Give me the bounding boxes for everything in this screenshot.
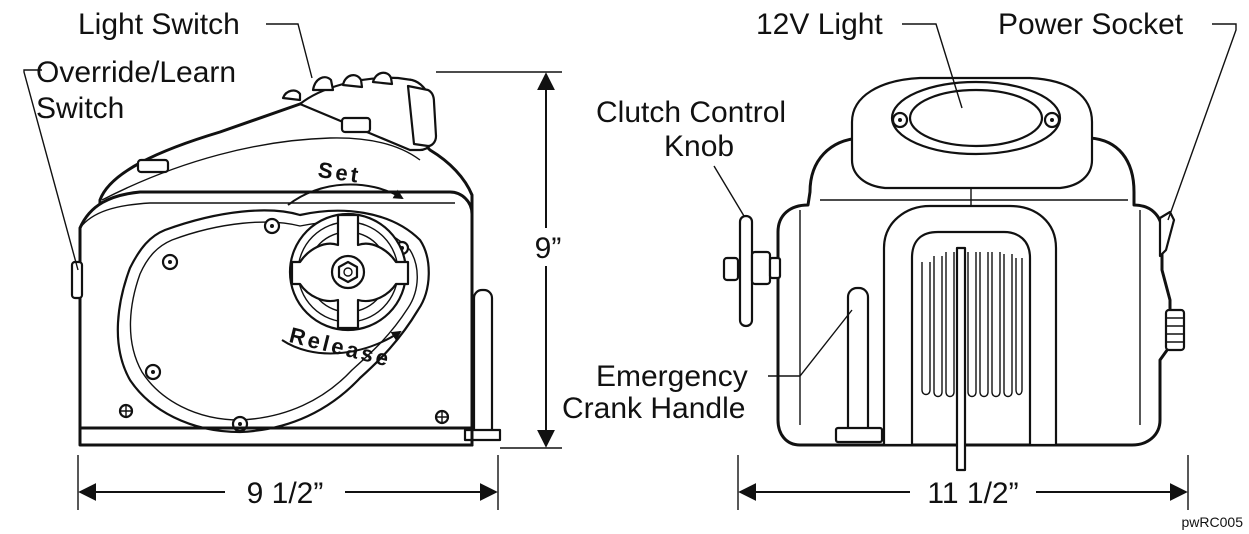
side-width-label: 9 1/2”	[247, 477, 324, 510]
clutch-leader	[713, 165, 745, 217]
winch-rope-drum	[921, 246, 1023, 472]
figure-code: pwRC005	[1182, 514, 1244, 530]
release-arrow	[281, 330, 402, 355]
crank-label-line1: Emergency	[596, 360, 748, 393]
front-width-label: 11 1/2”	[927, 477, 1018, 510]
winch-front-view	[722, 76, 1186, 472]
override-leader	[23, 69, 79, 271]
height-label: 9”	[535, 232, 562, 265]
set-label: Set	[316, 157, 362, 188]
clutch-label-line2: Knob	[664, 130, 734, 163]
override-label-line1: Override/Learn	[36, 56, 236, 89]
set-arrow	[287, 183, 404, 206]
light-12v-label: 12V Light	[756, 8, 883, 41]
winch-side-view	[70, 71, 502, 447]
light-switch-leader	[266, 23, 313, 79]
clutch-label-line1: Clutch Control	[596, 96, 786, 129]
power-socket-leader	[1167, 23, 1237, 221]
crank-label-line2: Crank Handle	[562, 392, 745, 425]
light-switch-label: Light Switch	[78, 8, 240, 41]
height-dimension	[436, 71, 566, 449]
side-width-dimension	[77, 455, 499, 510]
override-label-line2: Switch	[36, 92, 124, 125]
clutch-hub	[288, 212, 410, 332]
power-socket-label: Power Socket	[998, 8, 1184, 41]
clutch-knob	[722, 214, 782, 328]
crank-leader	[768, 309, 853, 377]
light-12v-leader	[902, 23, 963, 109]
front-width-dimension	[737, 455, 1189, 510]
